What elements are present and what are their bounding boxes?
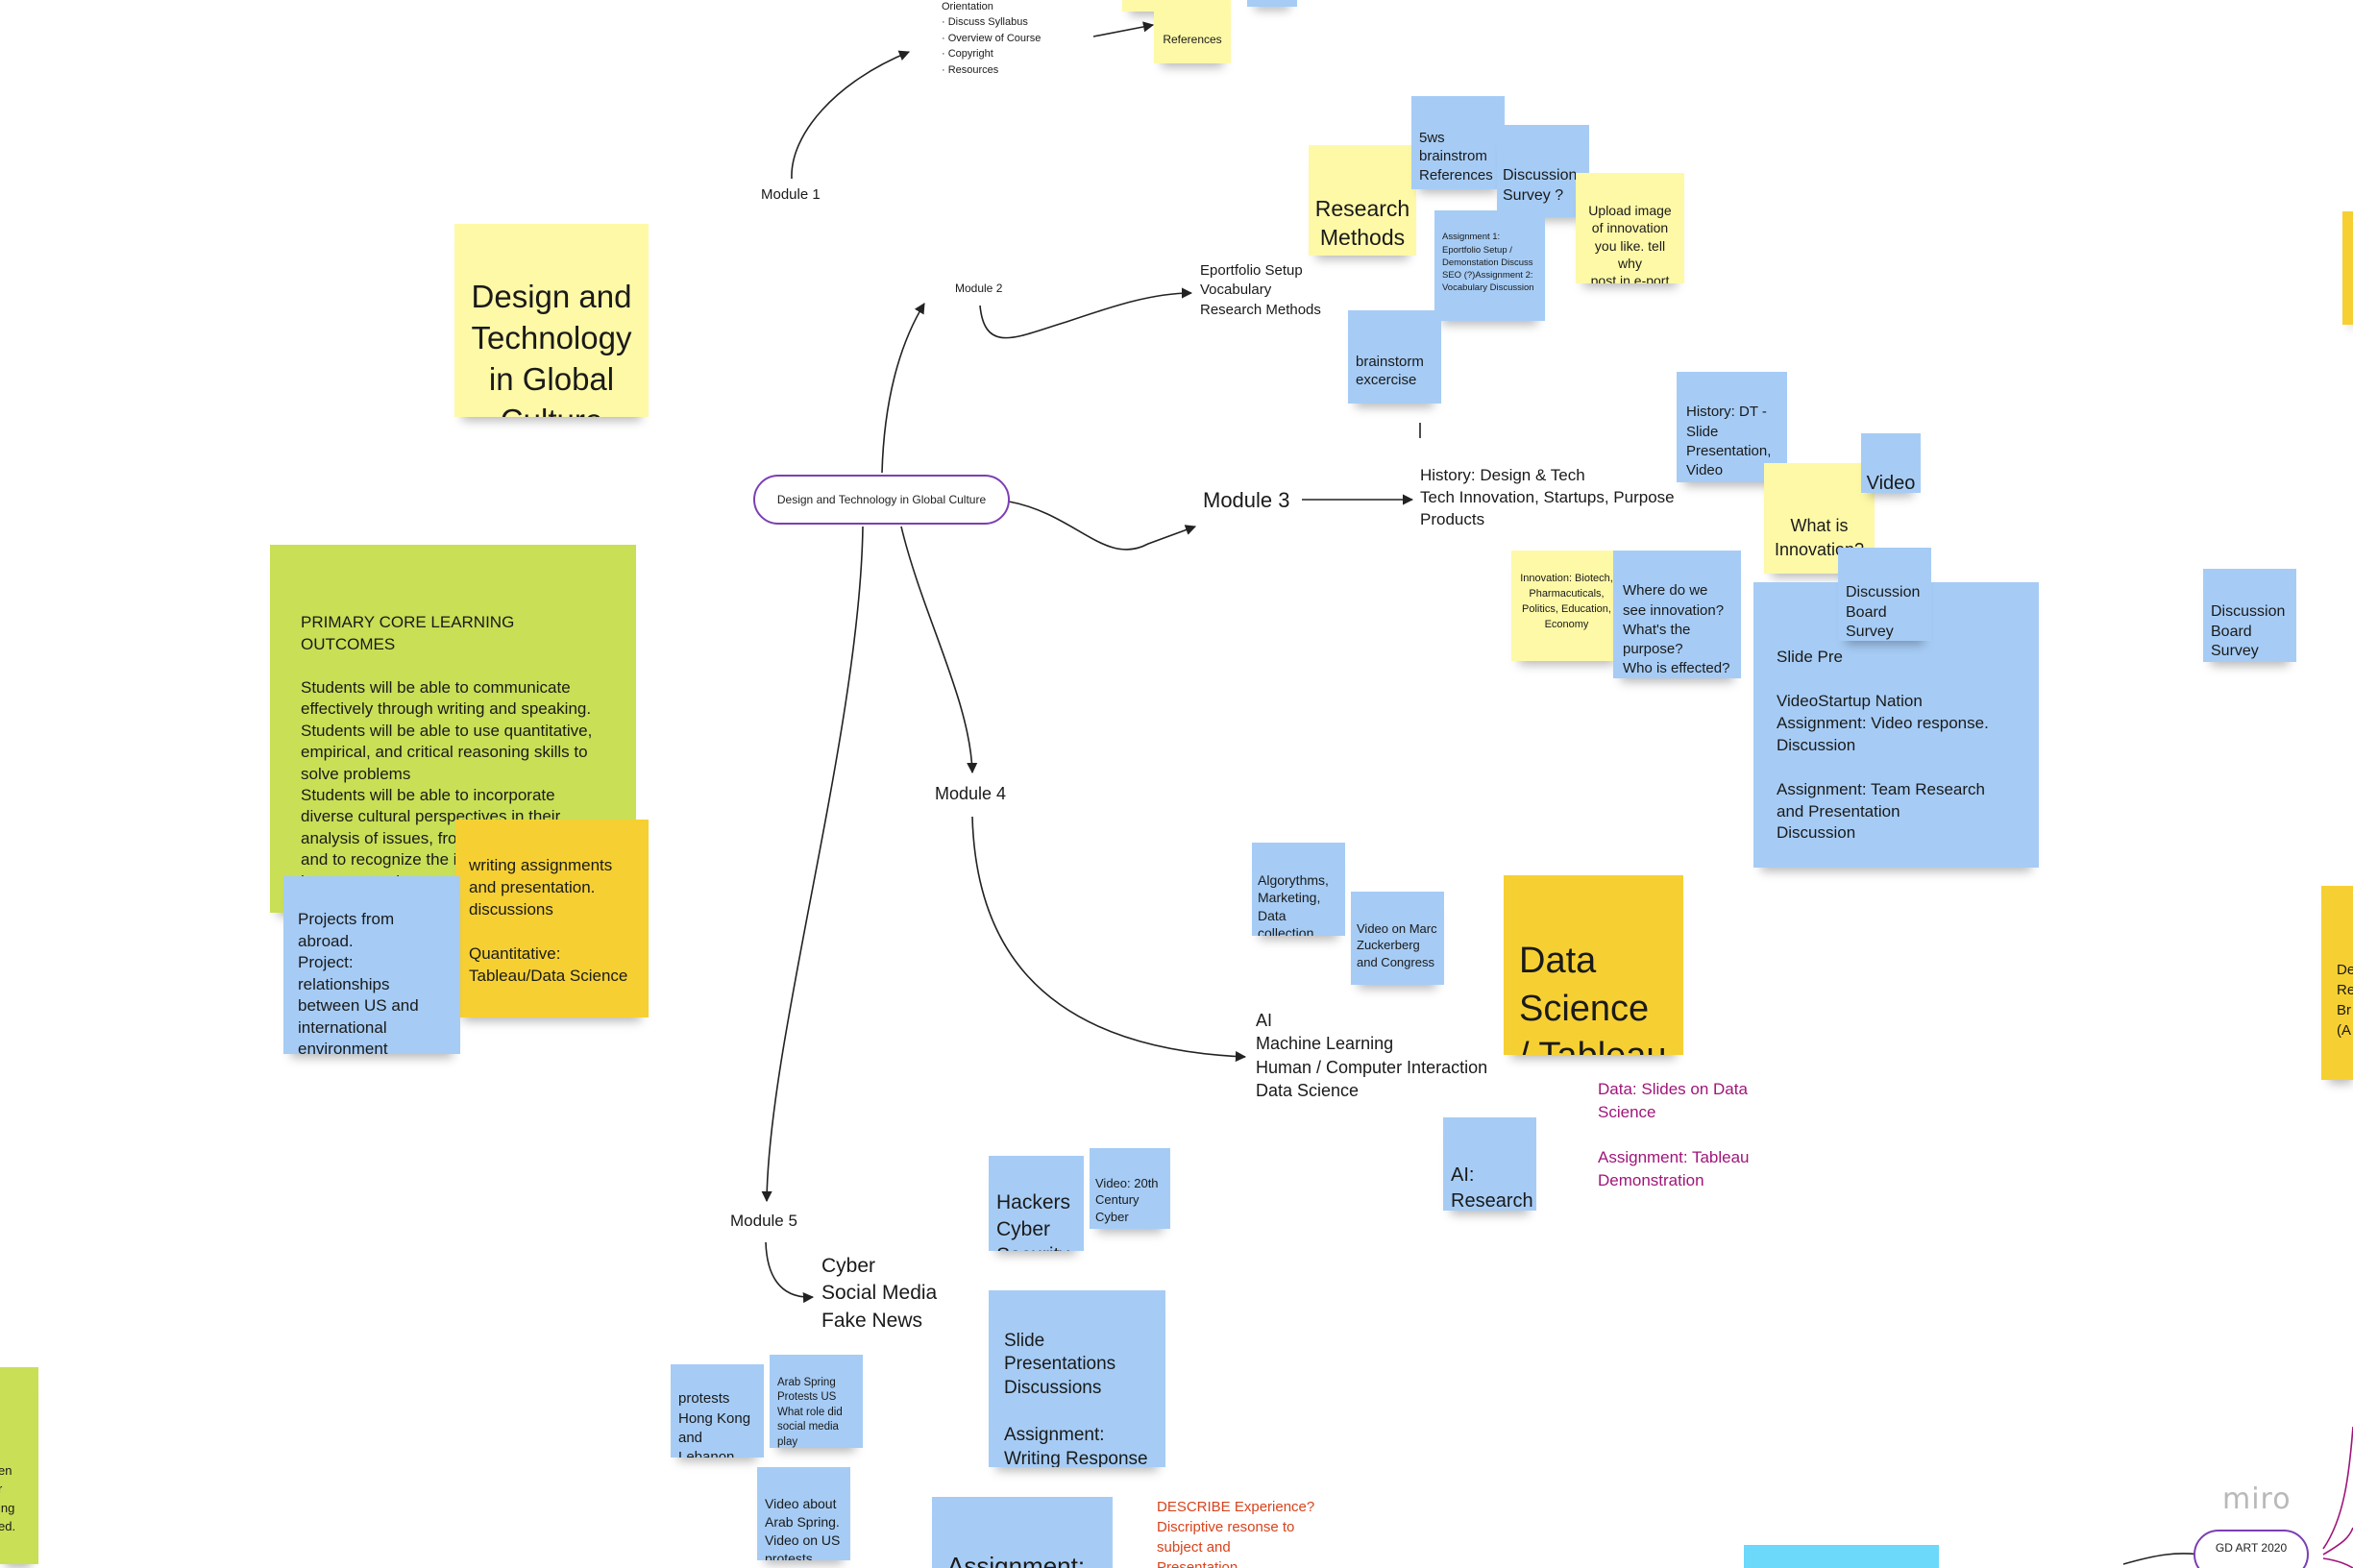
module-4-label[interactable]: Module 4 (935, 784, 1007, 803)
sticky-note-upload-image[interactable]: Upload image of innovation you like. tel… (1576, 173, 1684, 283)
sticky-note-writing-assignments[interactable]: writing assignments and presentation. di… (455, 820, 649, 1017)
sticky-note-video-arab-spring[interactable]: Video about Arab Spring. Video on US pro… (757, 1467, 850, 1560)
hackers-cyber-text: Hackers Cyber Security (996, 1191, 1071, 1251)
right-edge-orange-text: De Re Br (A (2337, 962, 2353, 1039)
sticky-note-discussion-survey[interactable]: Discussion Survey ? (1497, 125, 1589, 217)
video-text: Video (1866, 473, 1916, 493)
where-innovation-text: Where do we see innovation? What's the p… (1623, 582, 1730, 677)
writing-assignments-text: writing assignments and presentation. di… (469, 855, 628, 985)
sticky-note-what-is-innovation[interactable]: What is Innovation? (1764, 463, 1875, 574)
upload-image-text: Upload image of innovation you like. tel… (1588, 203, 1672, 283)
history-dt-text: History: DT - Slide Presentation, Video (1686, 404, 1772, 478)
brainstorm-excercise-text: brainstorm excercise (1356, 353, 1424, 389)
slide-presentation-startup-text: Slide Pre VideoStartup Nation Assignment… (1777, 647, 1989, 843)
discussion-board-survey-text: Discussion Board Survey (1846, 583, 1921, 641)
sticky-note-video[interactable]: Video (1861, 433, 1921, 493)
sticky-note-brainstorm-excercise[interactable]: brainstorm excercise (1348, 310, 1441, 404)
module-2-topics[interactable]: Eportfolio Setup Vocabulary Research Met… (1200, 262, 1321, 318)
sticky-note-research-methods[interactable]: Research Methods (1309, 145, 1416, 256)
sticky-note-right-edge-orange-top[interactable] (2342, 211, 2353, 325)
sticky-note-bottom-cyan-partial[interactable] (1744, 1545, 1939, 1568)
innovation-fields-text: Innovation: Biotech, Pharmacuticals, Pol… (1520, 572, 1613, 630)
sticky-note-discussion-board-survey[interactable]: Discussion Board Survey (1838, 548, 1931, 641)
module-3-topics[interactable]: History: Design & Tech Tech Innovation, … (1420, 466, 1675, 528)
sticky-note-left-edge-green[interactable]: en r ing ed. (0, 1367, 38, 1564)
note-data-slides-assignment[interactable]: Data: Slides on Data Science Assignment:… (1598, 1080, 1750, 1190)
5ws-brainstorm-text: 5ws brainstrom References (1419, 129, 1493, 184)
assignment-bottom-text: Assignment: (947, 1551, 1086, 1568)
discussion-board-survey-right-text: Discussion Board Survey (2211, 602, 2286, 660)
protests-text: protests Hong Kong and Lebanon (678, 1390, 751, 1458)
left-edge-green-text: en r ing ed. (0, 1462, 16, 1534)
sticky-note-algorythms[interactable]: Algorythms, Marketing, Data collection (1252, 843, 1345, 936)
miro-logo: miro (2222, 1482, 2292, 1516)
sticky-note-arab-spring[interactable]: Arab Spring Protests US What role did so… (770, 1355, 863, 1448)
learning-outcomes-text: PRIMARY CORE LEARNING OUTCOMES Students … (301, 613, 593, 890)
sticky-note-references-text: References (1163, 32, 1222, 46)
module-1-topics[interactable]: Introduction and Orientation · Discuss S… (942, 0, 1042, 76)
sticky-note-projects-abroad[interactable]: Projects from abroad. Project: relations… (283, 876, 460, 1054)
module-1-label[interactable]: Module 1 (761, 186, 821, 203)
sticky-note-ai-research[interactable]: AI: Research (1443, 1117, 1536, 1211)
algorythms-text: Algorythms, Marketing, Data collection (1258, 872, 1329, 936)
sticky-note-assignment-bottom[interactable]: Assignment: (932, 1497, 1113, 1568)
sticky-note-assignments-1-2[interactable]: Assignment 1: Eportfolio Setup / Demonst… (1434, 210, 1545, 321)
sticky-note-data-science[interactable]: Data Science / Tableau (1504, 875, 1683, 1055)
slide-presentations-text: Slide Presentations Discussions Assignme… (1004, 1330, 1148, 1467)
module-2-label[interactable]: Module 2 (955, 282, 1003, 295)
video-arab-spring-text: Video about Arab Spring. Video on US pro… (765, 1495, 841, 1560)
central-topic-label: Design and Technology in Global Culture (776, 493, 987, 506)
module-5-topics[interactable]: Cyber Social Media Fake News (821, 1255, 938, 1332)
module-3-label[interactable]: Module 3 (1203, 488, 1290, 512)
sticky-note-slide-presentations[interactable]: Slide Presentations Discussions Assignme… (989, 1290, 1165, 1467)
sticky-note-video-20th-century[interactable]: Video: 20th Century Cyber (1090, 1148, 1170, 1229)
discussion-survey-text: Discussion Survey ? (1503, 166, 1578, 204)
module-4-topics[interactable]: AI Machine Learning Human / Computer Int… (1256, 1011, 1488, 1100)
gd-art-2020-label: GD ART 2020 (2215, 1541, 2288, 1555)
video-marc-text: Video on Marc Zuckerberg and Congress (1357, 920, 1437, 969)
sticky-note-innovation-fields[interactable]: Innovation: Biotech, Pharmacuticals, Pol… (1511, 551, 1622, 661)
sticky-note-where-innovation[interactable]: Where do we see innovation? What's the p… (1613, 551, 1741, 678)
ai-research-text: AI: Research (1451, 1164, 1533, 1211)
sticky-note-right-edge-orange[interactable]: De Re Br (A (2321, 886, 2353, 1080)
projects-abroad-text: Projects from abroad. Project: relations… (298, 910, 419, 1054)
sticky-note-hackers-cyber[interactable]: Hackers Cyber Security (989, 1156, 1084, 1251)
assignments-1-2-text: Assignment 1: Eportfolio Setup / Demonst… (1442, 232, 1534, 294)
note-describe-experience[interactable]: DESCRIBE Experience? Discriptive resonse… (1157, 1499, 1315, 1568)
sticky-note-protests[interactable]: protests Hong Kong and Lebanon (671, 1364, 764, 1458)
sticky-note-discussion-board-survey-right[interactable]: Discussion Board Survey (2203, 569, 2296, 662)
central-topic-node[interactable]: Design and Technology in Global Culture (753, 475, 1010, 525)
research-methods-text: Research Methods (1314, 195, 1410, 250)
data-science-text: Data Science / Tableau (1519, 941, 1667, 1055)
sticky-note-references[interactable]: References (1154, 0, 1231, 63)
arab-spring-text: Arab Spring Protests US What role did so… (777, 1376, 843, 1448)
sticky-note-course-title[interactable]: Design and Technology in Global Culture (454, 224, 649, 417)
video-20th-century-text: Video: 20th Century Cyber (1095, 1175, 1159, 1224)
sticky-note-top-partial-blue[interactable] (1247, 0, 1297, 7)
sticky-note-5ws-brainstorm[interactable]: 5ws brainstrom References (1411, 96, 1505, 189)
sticky-note-video-marc[interactable]: Video on Marc Zuckerberg and Congress (1351, 892, 1444, 985)
gd-art-2020-node[interactable]: GD ART 2020 (2194, 1530, 2309, 1568)
module-5-label[interactable]: Module 5 (730, 1212, 797, 1230)
course-title-text: Design and Technology in Global Culture (471, 278, 632, 417)
